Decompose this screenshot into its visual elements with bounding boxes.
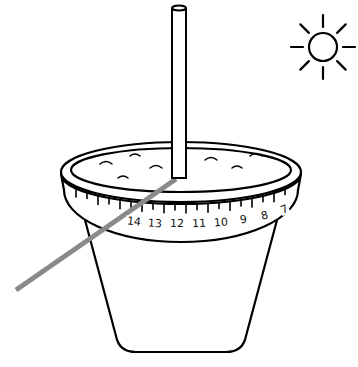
sun-icon	[291, 15, 355, 79]
hour-tick	[174, 204, 176, 210]
hour-tick	[152, 203, 154, 209]
hour-tick	[218, 202, 220, 208]
hour-tick	[130, 201, 132, 207]
hour-number: 14	[125, 215, 142, 228]
hour-number: 8	[258, 209, 269, 222]
hour-tick	[240, 200, 242, 206]
hour-tick	[97, 195, 99, 204]
hour-tick	[251, 198, 253, 207]
hour-tick	[163, 204, 165, 213]
gnomon-stick	[172, 8, 186, 178]
sun-ray	[343, 46, 355, 48]
hour-tick	[75, 188, 77, 197]
hour-tick	[108, 198, 110, 204]
hour-tick	[284, 189, 286, 195]
hour-tick	[119, 200, 121, 209]
sun-ray	[322, 67, 324, 79]
hour-number: 12	[169, 218, 185, 229]
hour-tick	[229, 201, 231, 210]
hour-number: 7	[278, 202, 291, 216]
hour-ticks	[76, 188, 285, 213]
sun-ray	[300, 24, 308, 32]
hour-tick	[196, 204, 198, 210]
hour-tick	[207, 203, 209, 212]
stick-top	[172, 6, 186, 11]
hour-number: 9	[238, 213, 249, 225]
sun-ray	[291, 46, 303, 48]
sun-ray	[337, 61, 345, 69]
hour-number: 11	[191, 218, 207, 230]
stick-shadow	[16, 179, 176, 290]
hour-tick	[86, 192, 88, 198]
hour-tick	[273, 193, 275, 202]
hour-tick	[185, 204, 187, 213]
hour-tick	[262, 196, 264, 202]
hour-number: 13	[147, 217, 164, 229]
sun-ray	[337, 24, 345, 32]
sun-ray	[300, 61, 308, 69]
sun-ray	[322, 15, 324, 27]
hour-number: 10	[213, 216, 230, 228]
